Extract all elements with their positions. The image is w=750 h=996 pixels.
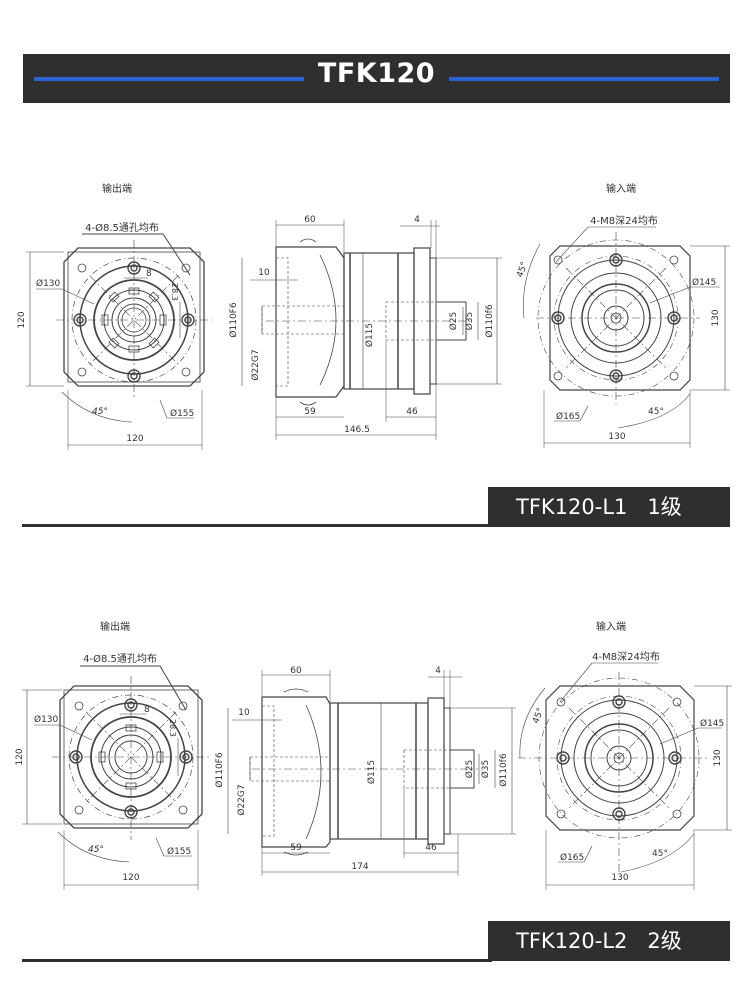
svg-text:Ø110f6: Ø110f6 (484, 304, 495, 337)
header-accent-line-right (449, 77, 719, 81)
model-tag-l1: TFK120-L1 1级 (488, 487, 730, 527)
svg-text:Ø110f6: Ø110f6 (498, 753, 509, 786)
svg-text:120: 120 (17, 311, 27, 328)
svg-text:130: 130 (713, 749, 723, 766)
svg-text:130: 130 (711, 309, 721, 326)
svg-text:Ø110F6: Ø110F6 (214, 752, 225, 787)
side-view: 60 4 10 Ø110F6 Ø22G7 Ø115 Ø25 Ø35 Ø110f6… (214, 666, 516, 876)
svg-text:130: 130 (608, 432, 625, 442)
svg-text:146.5: 146.5 (344, 425, 370, 435)
model-stage: 2级 (647, 929, 682, 953)
section-rule-l1 (22, 524, 492, 527)
svg-text:45°: 45° (92, 407, 108, 417)
output-end-view: 输出端 4-Ø8.5通孔均布 (15, 620, 212, 890)
svg-text:Ø25: Ø25 (448, 312, 459, 331)
svg-text:120: 120 (15, 748, 25, 765)
header-accent-line-left (34, 77, 314, 81)
svg-text:Ø35: Ø35 (480, 760, 491, 779)
svg-text:45°: 45° (648, 407, 664, 417)
svg-text:Ø22G7: Ø22G7 (236, 784, 247, 815)
svg-text:输出端: 输出端 (100, 620, 130, 633)
svg-text:8: 8 (144, 705, 150, 715)
svg-text:4-Ø8.5通孔均布: 4-Ø8.5通孔均布 (83, 653, 157, 665)
drawing-l1: 输出端 4-Ø8.5通孔均布 (0, 170, 750, 470)
svg-text:60: 60 (290, 666, 302, 676)
svg-text:Ø115: Ø115 (364, 323, 375, 347)
svg-text:120: 120 (122, 873, 139, 883)
svg-text:输入端: 输入端 (596, 620, 626, 633)
svg-text:输出端: 输出端 (102, 182, 132, 195)
svg-text:4: 4 (414, 215, 420, 225)
svg-text:10: 10 (258, 268, 270, 278)
svg-text:Ø110F6: Ø110F6 (228, 302, 239, 337)
svg-text:Ø165: Ø165 (560, 852, 584, 863)
output-end-view: 输出端 4-Ø8.5通孔均布 (17, 182, 212, 450)
svg-text:4: 4 (435, 666, 441, 676)
svg-text:Ø145: Ø145 (692, 277, 716, 288)
model-stage: 1级 (647, 495, 682, 519)
svg-text:174: 174 (351, 862, 368, 872)
svg-text:60: 60 (304, 215, 316, 225)
svg-text:10: 10 (238, 708, 250, 718)
svg-text:Ø22G7: Ø22G7 (250, 349, 261, 380)
header-bar: TFK120 (23, 54, 730, 103)
page-title: TFK120 (23, 58, 730, 89)
svg-text:130: 130 (611, 873, 628, 883)
input-end-view: 输入端 4-M8深24均布 45° (515, 182, 730, 448)
svg-text:8: 8 (146, 269, 152, 279)
svg-text:45°: 45° (515, 261, 530, 279)
section-rule-l2 (22, 959, 492, 962)
svg-text:120: 120 (126, 434, 143, 444)
svg-text:Ø35: Ø35 (464, 312, 475, 331)
svg-text:45°: 45° (88, 845, 104, 855)
svg-text:45°: 45° (652, 849, 668, 859)
svg-text:Ø165: Ø165 (556, 411, 580, 422)
svg-text:Ø155: Ø155 (170, 408, 194, 419)
svg-text:59: 59 (290, 843, 302, 853)
side-view: 60 4 10 Ø110F6 Ø22G7 Ø115 Ø25 Ø35 Ø110f6… (228, 215, 502, 440)
svg-text:Ø145: Ø145 (700, 718, 724, 729)
drawing-l2: 输出端 4-Ø8.5通孔均布 (0, 610, 750, 910)
svg-text:Ø130: Ø130 (34, 714, 59, 725)
svg-text:Ø115: Ø115 (366, 760, 377, 784)
svg-text:4-M8深24均布: 4-M8深24均布 (592, 651, 660, 663)
svg-text:59: 59 (304, 407, 316, 417)
svg-text:4-Ø8.5通孔均布: 4-Ø8.5通孔均布 (85, 222, 159, 234)
model-tag-l2: TFK120-L2 2级 (488, 921, 730, 961)
input-end-view: 输入端 4-M8深24均布 45° (518, 620, 732, 890)
svg-text:46: 46 (425, 843, 437, 853)
svg-text:28.3: 28.3 (168, 719, 177, 737)
model-name: TFK120-L1 (516, 495, 628, 519)
svg-text:Ø130: Ø130 (36, 278, 61, 289)
svg-text:45°: 45° (531, 707, 546, 725)
svg-text:Ø155: Ø155 (167, 846, 191, 857)
svg-text:输入端: 输入端 (606, 182, 636, 195)
svg-text:4-M8深24均布: 4-M8深24均布 (590, 215, 658, 227)
svg-text:Ø25: Ø25 (464, 760, 475, 779)
svg-text:46: 46 (406, 407, 418, 417)
model-name: TFK120-L2 (516, 929, 628, 953)
svg-text:28.3: 28.3 (170, 283, 179, 301)
